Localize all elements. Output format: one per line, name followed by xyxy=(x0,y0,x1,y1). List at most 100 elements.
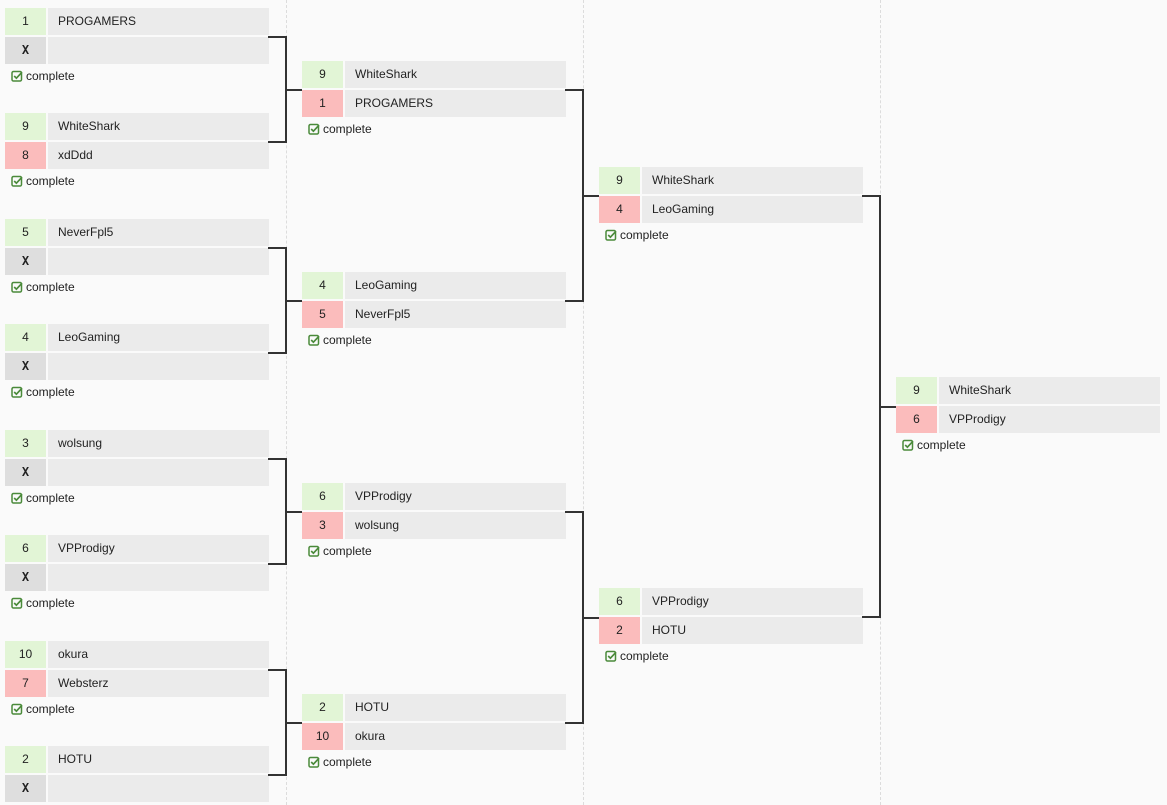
match-status: complete xyxy=(599,646,863,666)
team-name: wolsung xyxy=(345,512,566,539)
team-name: WhiteShark xyxy=(345,61,566,88)
team-name xyxy=(48,775,269,802)
round-divider xyxy=(286,0,287,805)
team-name xyxy=(48,459,269,486)
match-status-label: complete xyxy=(323,333,372,347)
team-score: 9 xyxy=(896,377,937,404)
team-name: WhiteShark xyxy=(48,113,269,140)
team-name: VPProdigy xyxy=(48,535,269,562)
check-square-icon xyxy=(11,597,23,609)
team-score: 2 xyxy=(302,694,343,721)
check-square-icon xyxy=(11,70,23,82)
match-status: complete xyxy=(5,488,269,508)
bye-mark: X xyxy=(5,564,46,591)
team-score: 9 xyxy=(599,167,640,194)
check-square-icon xyxy=(308,123,320,135)
team-score: 7 xyxy=(5,670,46,697)
check-square-icon xyxy=(11,492,23,504)
check-square-icon xyxy=(11,281,23,293)
team-name: HOTU xyxy=(48,746,269,773)
match-status: complete xyxy=(302,119,566,139)
team-score: 6 xyxy=(5,535,46,562)
match-status-label: complete xyxy=(620,228,669,242)
match-status: complete xyxy=(5,66,269,86)
team-slot[interactable]: X xyxy=(5,564,269,591)
team-name: HOTU xyxy=(345,694,566,721)
team-slot[interactable]: X xyxy=(5,353,269,380)
bye-mark: X xyxy=(5,248,46,275)
team-score: 10 xyxy=(302,723,343,750)
team-score: 3 xyxy=(302,512,343,539)
match-status-label: complete xyxy=(26,491,75,505)
bye-mark: X xyxy=(5,37,46,64)
bracket-connector-out xyxy=(287,722,302,724)
match-status-label: complete xyxy=(26,69,75,83)
team-slot[interactable]: X xyxy=(5,459,269,486)
bracket-connector xyxy=(565,511,584,724)
match-status: complete xyxy=(5,699,269,719)
round-divider xyxy=(583,0,584,805)
bye-mark: X xyxy=(5,775,46,802)
team-name: LeoGaming xyxy=(642,196,863,223)
match-status: complete xyxy=(302,752,566,772)
check-square-icon xyxy=(308,334,320,346)
team-name xyxy=(48,37,269,64)
team-slot[interactable]: X xyxy=(5,37,269,64)
match-status: complete xyxy=(302,541,566,561)
match-status: complete xyxy=(302,330,566,350)
bye-mark: X xyxy=(5,459,46,486)
team-score: 1 xyxy=(302,90,343,117)
bracket-connector xyxy=(268,669,287,776)
check-square-icon xyxy=(11,703,23,715)
team-score: 9 xyxy=(302,61,343,88)
bracket-connector xyxy=(268,458,287,565)
team-name: okura xyxy=(345,723,566,750)
team-name: PROGAMERS xyxy=(345,90,566,117)
team-slot[interactable]: X xyxy=(5,248,269,275)
team-name xyxy=(48,353,269,380)
team-name: xdDdd xyxy=(48,142,269,169)
team-score: 5 xyxy=(302,301,343,328)
team-slot[interactable]: X xyxy=(5,775,269,802)
match-status-label: complete xyxy=(917,438,966,452)
